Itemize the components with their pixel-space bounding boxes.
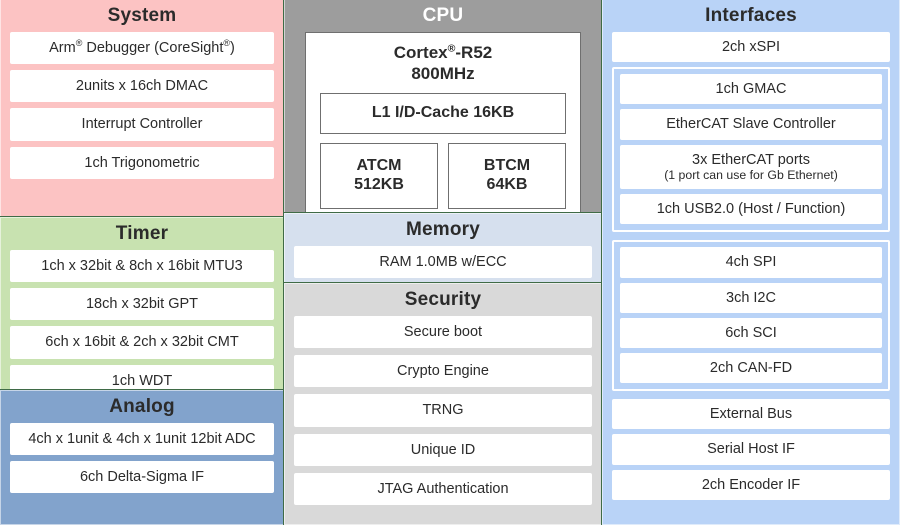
block-title-cpu: CPU <box>422 5 464 26</box>
cpu-btcm-box: BTCM 64KB <box>448 143 566 210</box>
cpu-atcm-box: ATCM 512KB <box>320 143 438 210</box>
right-column: Interfaces 2ch xSPI 1ch GMAC EtherCAT Sl… <box>601 0 900 525</box>
item-crypto-engine: Crypto Engine <box>294 355 592 388</box>
item-can-fd: 2ch CAN-FD <box>620 353 882 384</box>
cpu-core-label: Cortex®-R52 800MHz <box>393 42 493 83</box>
item-trng: TRNG <box>294 394 592 427</box>
item-interrupt-controller: Interrupt Controller <box>10 108 274 141</box>
block-title-interfaces: Interfaces <box>705 5 797 26</box>
item-dmac: 2units x 16ch DMAC <box>10 70 274 103</box>
item-arm-debugger: Arm® Debugger (CoreSight®) <box>10 32 274 65</box>
block-timer: Timer 1ch x 32bit & 8ch x 16bit MTU3 18c… <box>0 216 285 397</box>
item-jtag-authentication: JTAG Authentication <box>294 472 592 506</box>
block-title-memory: Memory <box>405 219 481 240</box>
item-usb20: 1ch USB2.0 (Host / Function) <box>620 194 882 225</box>
item-ram: RAM 1.0MB w/ECC <box>294 246 592 279</box>
cpu-atcm-size: 512KB <box>354 176 404 194</box>
block-system: System Arm® Debugger (CoreSight®) 2units… <box>0 0 285 218</box>
block-interfaces: Interfaces 2ch xSPI 1ch GMAC EtherCAT Sl… <box>601 0 900 525</box>
interface-list-bus: External Bus Serial Host IF 2ch Encoder … <box>612 399 890 500</box>
item-gpt: 18ch x 32bit GPT <box>10 288 274 321</box>
item-unique-id: Unique ID <box>294 433 592 466</box>
item-secure-boot: Secure boot <box>294 316 592 349</box>
cpu-btcm-size: 64KB <box>486 176 528 194</box>
item-ethercat-ports-main: 3x EtherCAT ports <box>692 151 810 168</box>
cpu-inner-panel: Cortex®-R52 800MHz L1 I/D-Cache 16KB ATC… <box>305 32 581 224</box>
item-ethercat-ports: 3x EtherCAT ports (1 port can use for Gb… <box>620 144 882 190</box>
item-adc: 4ch x 1unit & 4ch x 1unit 12bit ADC <box>10 423 274 456</box>
block-cpu: CPU Cortex®-R52 800MHz L1 I/D-Cache 16KB… <box>283 0 603 224</box>
interface-group-network: 1ch GMAC EtherCAT Slave Controller 3x Et… <box>612 67 890 233</box>
interface-group-serial: 4ch SPI 3ch I2C 6ch SCI 2ch CAN-FD <box>612 240 890 392</box>
block-analog: Analog 4ch x 1unit & 4ch x 1unit 12bit A… <box>0 389 285 525</box>
cpu-btcm-name: BTCM <box>483 157 531 175</box>
item-spi: 4ch SPI <box>620 247 882 278</box>
item-encoder-if: 2ch Encoder IF <box>612 469 890 500</box>
item-serial-host-if: Serial Host IF <box>612 434 890 465</box>
item-gmac: 1ch GMAC <box>620 74 882 105</box>
block-title-analog: Analog <box>109 396 175 417</box>
item-ethercat-slave-controller: EtherCAT Slave Controller <box>620 109 882 140</box>
block-title-timer: Timer <box>115 223 169 244</box>
item-xspi: 2ch xSPI <box>612 32 890 63</box>
item-cmt: 6ch x 16bit & 2ch x 32bit CMT <box>10 326 274 359</box>
block-security: Security Secure boot Crypto Engine TRNG … <box>283 282 603 525</box>
item-mtu3: 1ch x 32bit & 8ch x 16bit MTU3 <box>10 250 274 283</box>
cpu-core-frequency: 800MHz <box>411 63 475 83</box>
item-ethercat-ports-note: (1 port can use for Gb Ethernet) <box>664 167 838 182</box>
left-column: System Arm® Debugger (CoreSight®) 2units… <box>0 0 285 525</box>
cpu-tcm-row: ATCM 512KB BTCM 64KB <box>320 143 566 210</box>
cpu-atcm-name: ATCM <box>356 157 402 175</box>
item-trigonometric: 1ch Trigonometric <box>10 146 274 179</box>
item-external-bus: External Bus <box>612 399 890 430</box>
item-delta-sigma-if: 6ch Delta-Sigma IF <box>10 461 274 494</box>
item-sci: 6ch SCI <box>620 317 882 349</box>
middle-column: CPU Cortex®-R52 800MHz L1 I/D-Cache 16KB… <box>283 0 603 525</box>
block-title-system: System <box>107 5 177 26</box>
cpu-cache-box: L1 I/D-Cache 16KB <box>320 93 566 135</box>
item-i2c: 3ch I2C <box>620 282 882 313</box>
block-title-security: Security <box>404 289 482 310</box>
block-memory: Memory RAM 1.0MB w/ECC <box>283 212 603 284</box>
